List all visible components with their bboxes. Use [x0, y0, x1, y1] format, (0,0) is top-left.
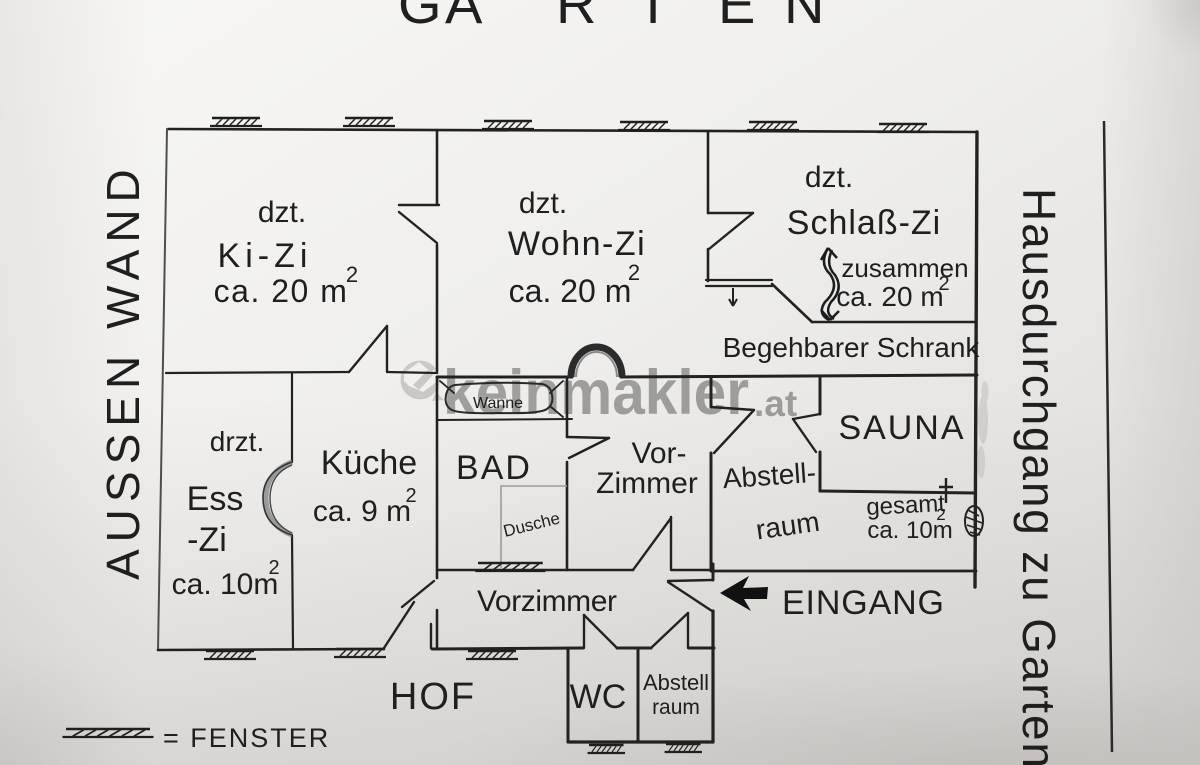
- svg-text:dzt.: dzt.: [805, 161, 853, 194]
- svg-text:= FENSTER: = FENSTER: [163, 723, 330, 753]
- svg-text:dzt.: dzt.: [519, 187, 567, 220]
- svg-text:R: R: [556, 0, 596, 35]
- svg-text:Vorzimmer: Vorzimmer: [477, 585, 617, 618]
- svg-text:G: G: [398, 0, 442, 35]
- svg-text:EINGANG: EINGANG: [782, 584, 944, 622]
- svg-text:ca. 20 m: ca. 20 m: [836, 281, 943, 312]
- svg-text:T: T: [636, 0, 670, 35]
- svg-text:drzt.: drzt.: [210, 426, 264, 457]
- svg-text:A: A: [445, 0, 483, 35]
- svg-text:2: 2: [405, 485, 416, 507]
- svg-text:BAD: BAD: [456, 449, 532, 487]
- svg-text:Wohn-Zi: Wohn-Zi: [508, 225, 646, 263]
- svg-text:keinmakler: keinmakler: [443, 358, 749, 428]
- svg-text:dzt.: dzt.: [258, 196, 306, 229]
- svg-text:Abstell: Abstell: [643, 670, 709, 695]
- svg-text:2: 2: [936, 505, 945, 524]
- svg-text:2: 2: [938, 273, 949, 295]
- svg-text:Ess: Ess: [187, 480, 244, 518]
- svg-text:ca. 20 m: ca. 20 m: [214, 273, 349, 309]
- svg-text:2: 2: [346, 262, 358, 287]
- svg-text:zusammen: zusammen: [841, 253, 968, 283]
- svg-text:Hausdurchgang zu Garten: Hausdurchgang zu Garten: [1013, 188, 1065, 765]
- svg-text:ca. 10m: ca. 10m: [172, 568, 279, 601]
- svg-text:ca. 20 m: ca. 20 m: [509, 273, 632, 309]
- svg-text:SAUNA: SAUNA: [839, 409, 964, 447]
- svg-text:-Zi: -Zi: [187, 521, 227, 559]
- svg-text:AUSSEN WAND: AUSSEN WAND: [97, 162, 149, 580]
- svg-text:Ki-Zi: Ki-Zi: [218, 237, 313, 275]
- svg-text:Schlaß-Zi: Schlaß-Zi: [787, 204, 941, 242]
- svg-text:ca. 10m: ca. 10m: [867, 517, 952, 544]
- svg-text:2: 2: [628, 260, 640, 285]
- svg-text:Zimmer: Zimmer: [596, 467, 698, 500]
- svg-text:Begehbarer Schrank: Begehbarer Schrank: [723, 332, 981, 363]
- svg-text:WC: WC: [570, 678, 627, 716]
- svg-text:.at: .at: [754, 383, 797, 424]
- svg-text:Abstell-: Abstell-: [722, 457, 817, 494]
- svg-text:HOF: HOF: [390, 676, 476, 718]
- svg-text:Küche: Küche: [321, 444, 417, 482]
- svg-text:ca. 9 m: ca. 9 m: [313, 495, 411, 528]
- svg-text:Wanne: Wanne: [473, 395, 523, 412]
- svg-text:gesamt: gesamt: [866, 490, 946, 521]
- svg-text:raum: raum: [652, 696, 700, 719]
- svg-text:Vor-: Vor-: [631, 437, 686, 470]
- svg-text:N: N: [784, 0, 824, 35]
- svg-text:2: 2: [268, 557, 279, 579]
- svg-text:E: E: [718, 0, 755, 35]
